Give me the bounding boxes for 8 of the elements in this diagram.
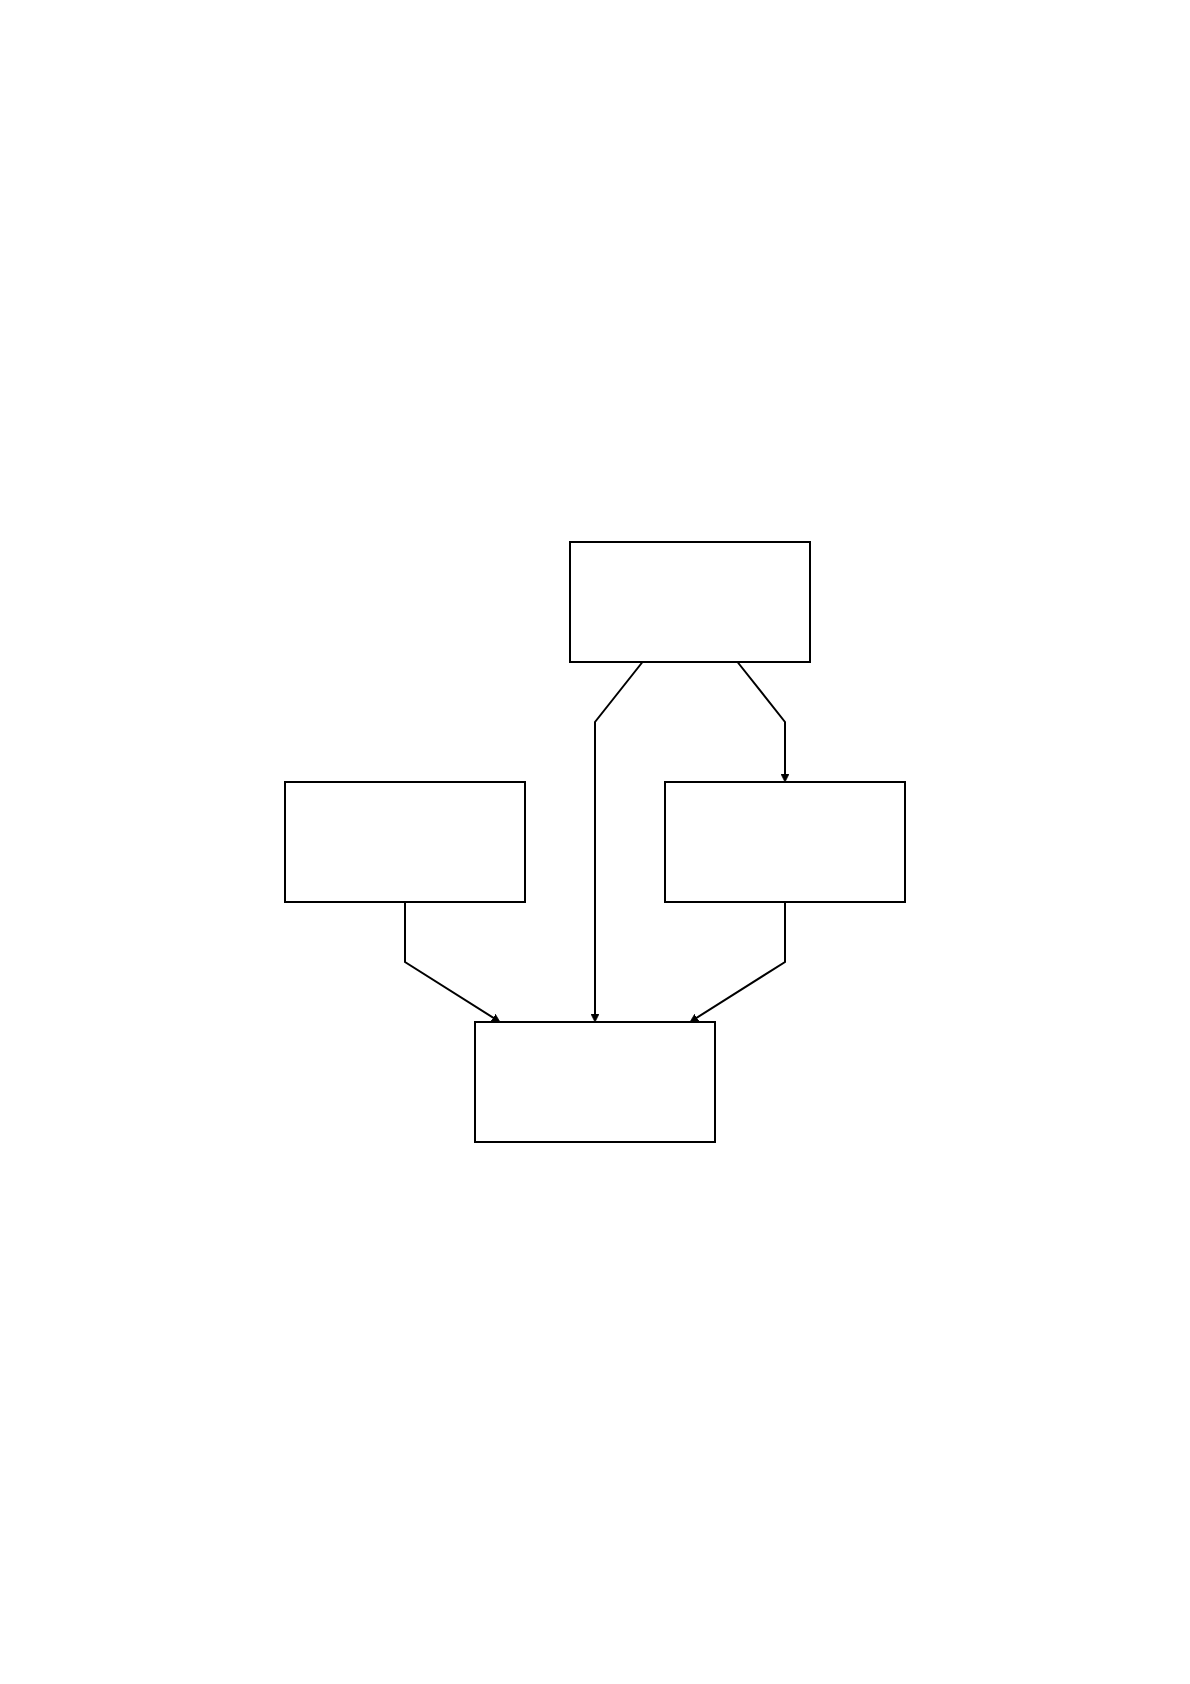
arrow	[689, 901, 786, 1023]
arrow	[404, 901, 501, 1023]
node-box	[569, 541, 811, 663]
node-box	[474, 1021, 716, 1143]
node-box	[284, 781, 526, 903]
arrow	[590, 661, 644, 1023]
arrow	[736, 661, 790, 783]
node-box	[664, 781, 906, 903]
